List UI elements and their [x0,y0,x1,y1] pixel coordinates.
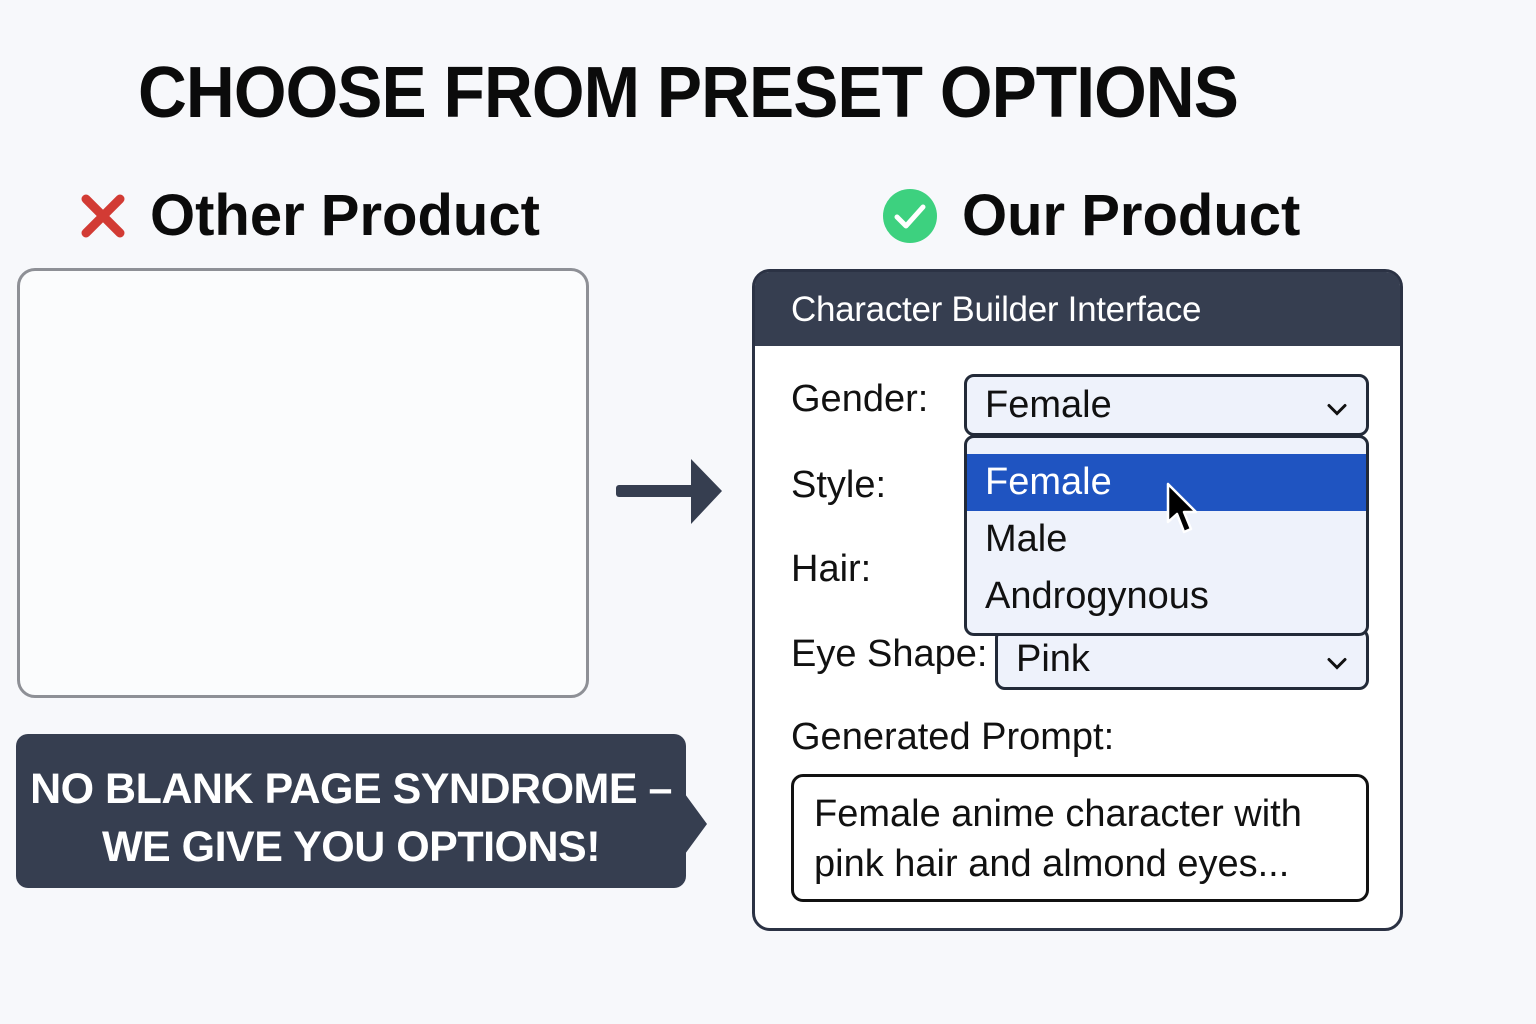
page-title: CHOOSE FROM PRESET OPTIONS [138,53,1239,133]
prompt-line-1: Female anime character with [814,793,1302,835]
our-product-label: Our Product [962,183,1301,248]
arrow-right-icon [614,456,724,533]
gender-dropdown-menu: Female Male Androgynous [964,435,1369,636]
chevron-down-icon [1326,384,1348,427]
callout-line-1: NO BLANK PAGE SYNDROME – [30,765,672,813]
option-androgynous[interactable]: Androgynous [985,575,1209,617]
blank-page-box [17,268,589,698]
eye-shape-value: Pink [1016,637,1090,680]
style-label: Style: [791,464,887,506]
eye-shape-select[interactable]: Pink [995,628,1369,690]
gender-select[interactable]: Female [964,374,1369,436]
x-mark-icon [80,193,126,239]
callout-banner: NO BLANK PAGE SYNDROME – WE GIVE YOU OPT… [16,734,707,888]
generated-prompt-label: Generated Prompt: [791,716,1115,758]
callout-tail [685,794,707,854]
hair-label: Hair: [791,548,872,590]
other-product-heading: Other Product [80,182,540,249]
check-circle-icon [882,188,938,244]
prompt-line-2: pink hair and almond eyes... [814,843,1290,885]
our-product-heading: Our Product [882,182,1300,249]
gender-value: Female [985,383,1112,426]
callout-line-2: WE GIVE YOU OPTIONS! [101,823,601,871]
generated-prompt-textarea[interactable]: Female anime character with pink hair an… [791,774,1369,902]
chevron-down-icon [1326,638,1348,681]
builder-header: Character Builder Interface [755,272,1400,346]
eye-shape-label: Eye Shape: [791,633,988,675]
mouse-pointer-icon [1165,482,1199,543]
other-product-label: Other Product [150,183,540,248]
option-female[interactable]: Female [967,454,1366,511]
gender-label: Gender: [791,378,929,420]
option-male[interactable]: Male [985,518,1068,560]
character-builder-panel: Character Builder Interface Gender: Fema… [752,269,1403,931]
